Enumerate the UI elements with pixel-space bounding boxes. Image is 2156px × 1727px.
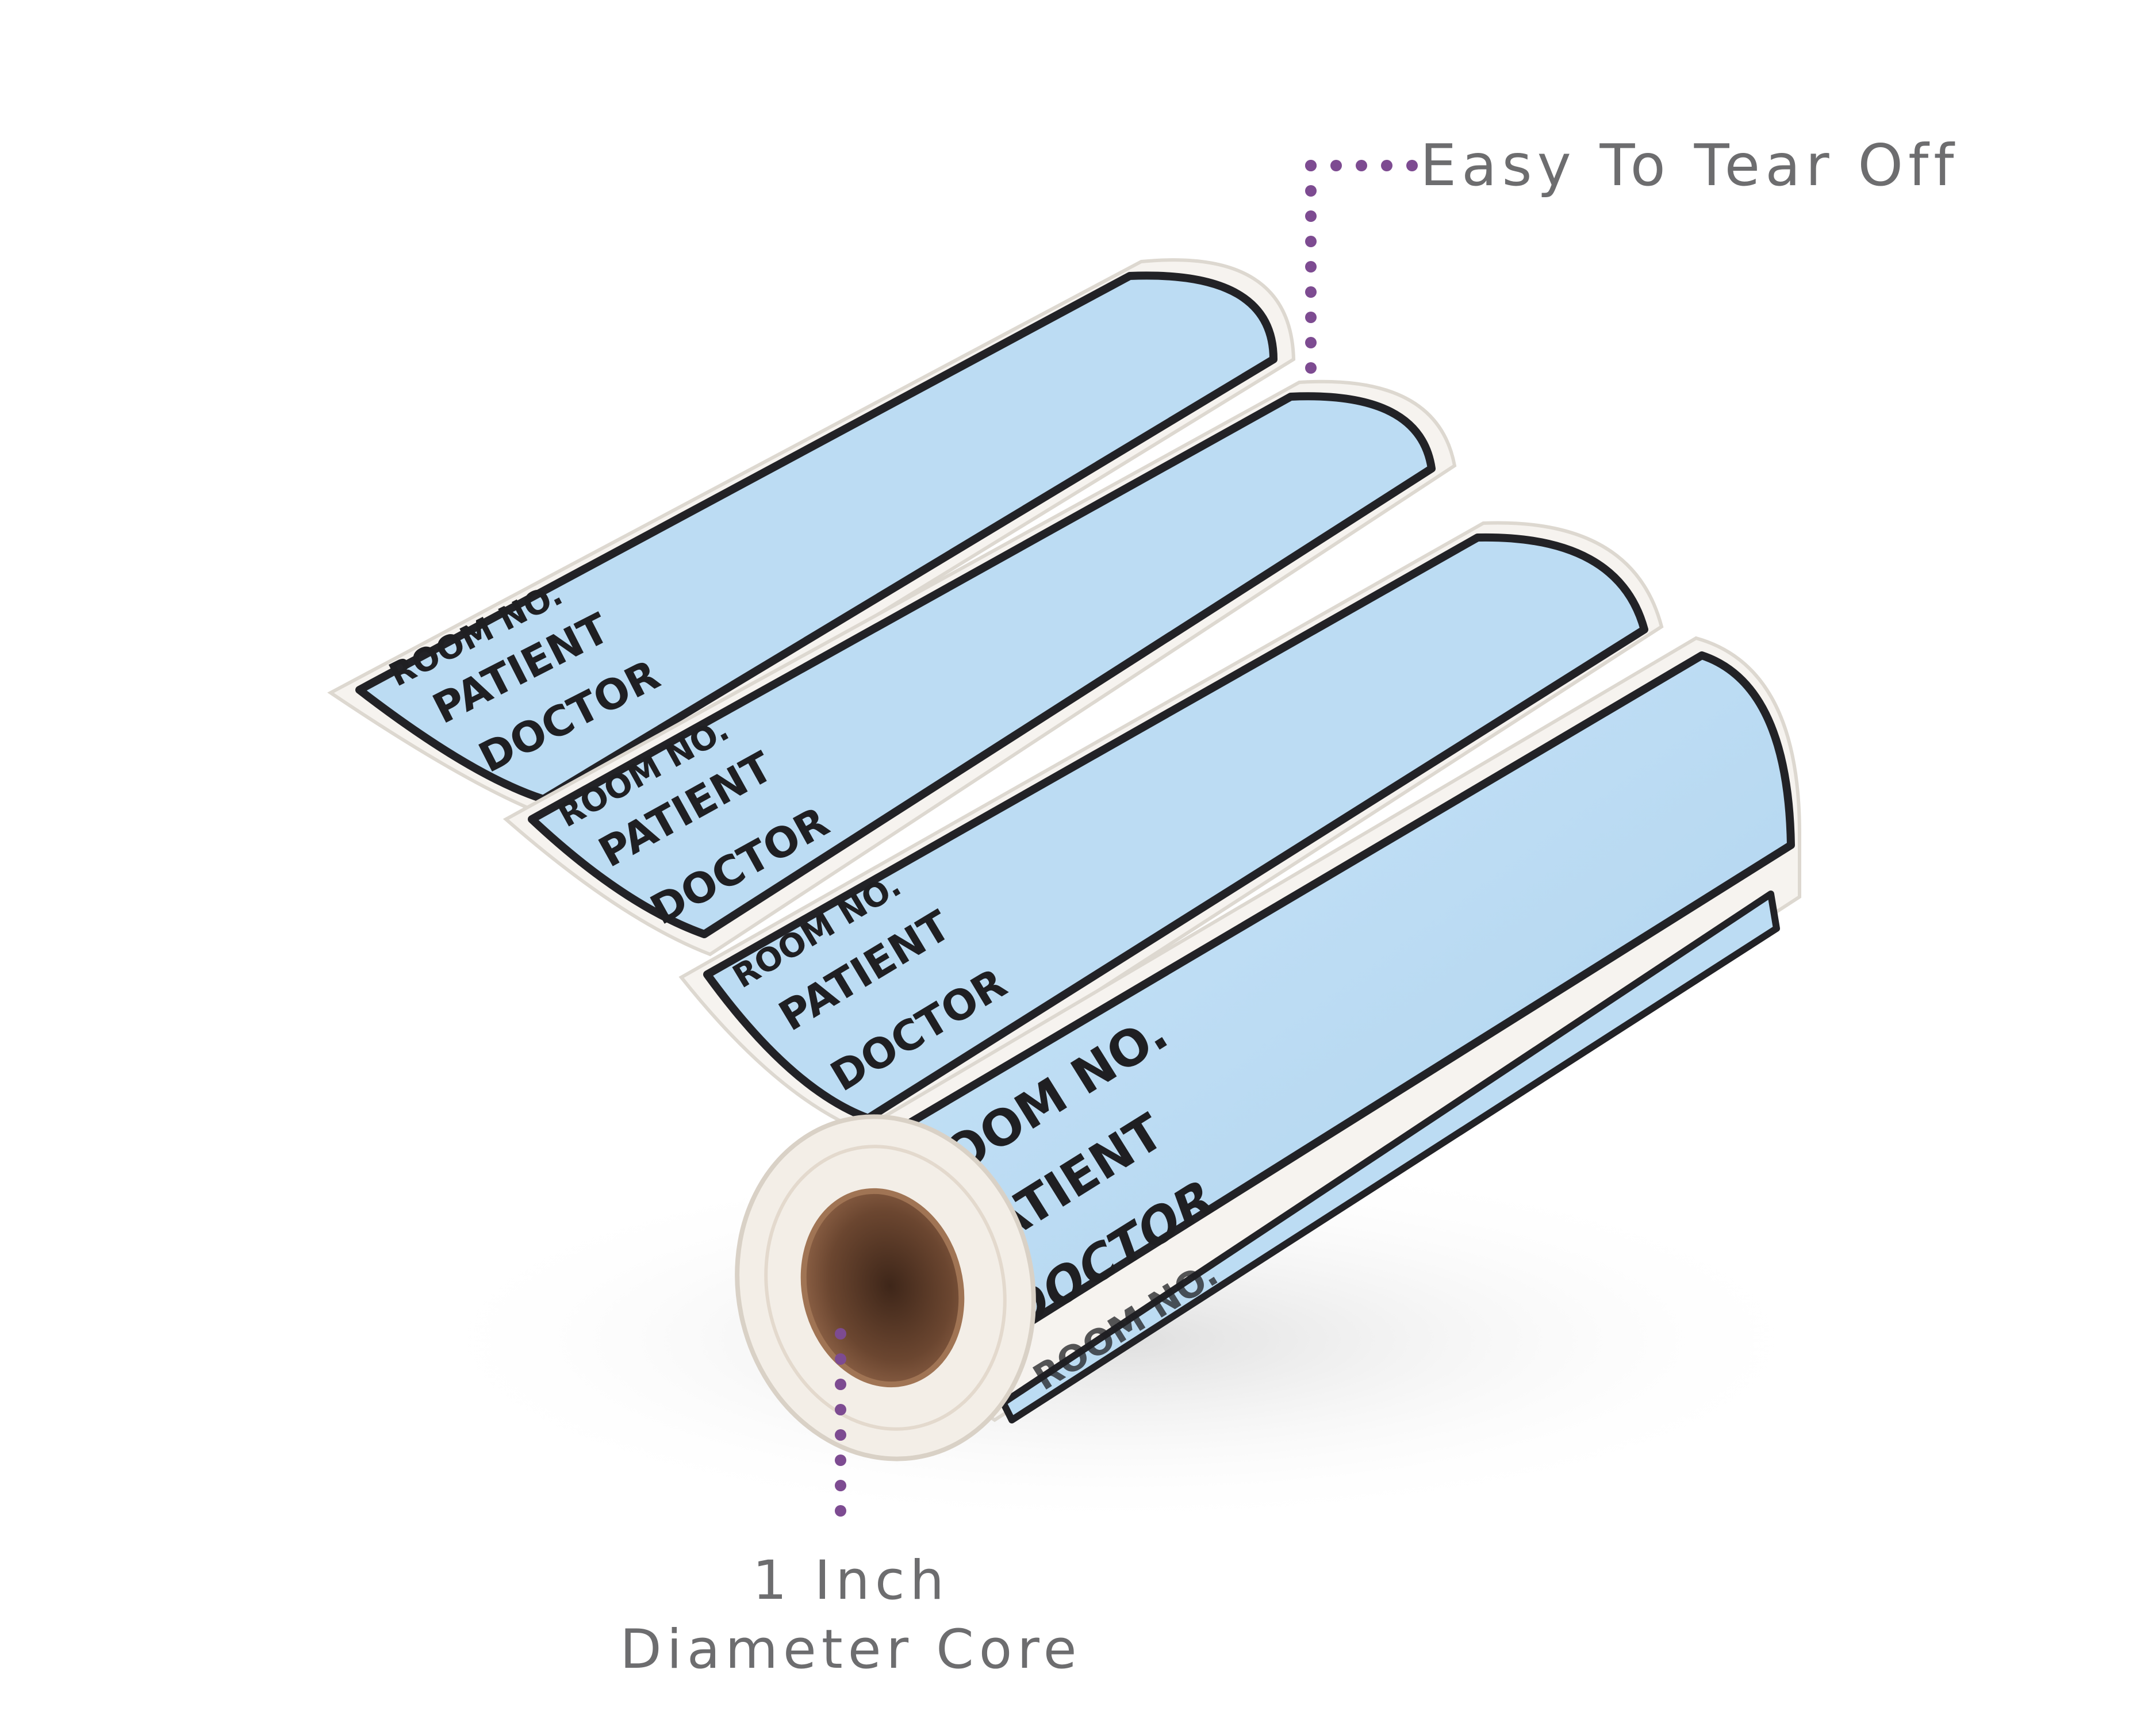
strip-3-label xyxy=(703,533,1648,1122)
roll-end-rings xyxy=(764,1145,1007,1431)
label-strip-1: ROOM NO. PATIENT DOCTOR xyxy=(327,258,1296,819)
label-strip-2: ROOM NO. PATIENT DOCTOR xyxy=(502,379,1457,957)
core-callout-line-2: Diameter Core xyxy=(620,1618,1082,1681)
core-callout-label: 1 Inch Diameter Core xyxy=(535,1546,1167,1684)
tear-off-callout-label: Easy To Tear Off xyxy=(1420,132,1959,199)
tear-off-callout-dots xyxy=(1305,160,1418,374)
core-callout-line-1: 1 Inch xyxy=(752,1549,950,1612)
strip-1-label xyxy=(355,271,1278,803)
roll-label-under xyxy=(1000,891,1780,1423)
label-strip-3: ROOM NO. PATIENT DOCTOR xyxy=(678,521,1664,1138)
core-callout-dots xyxy=(835,1328,846,1517)
strip-2-label xyxy=(528,392,1436,938)
